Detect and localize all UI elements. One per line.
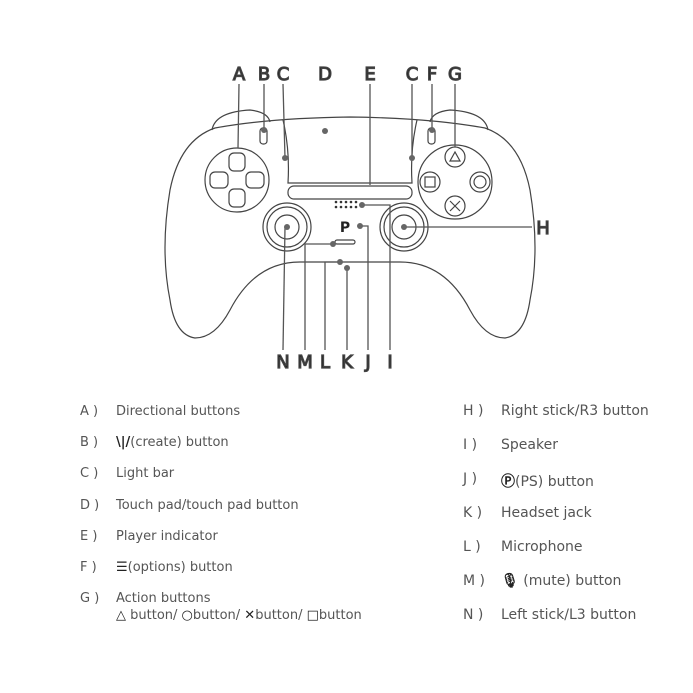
- label-g: G: [448, 64, 462, 85]
- label-i: I: [387, 352, 392, 373]
- legend-text: button/: [130, 608, 178, 623]
- ps-logo-icon: Ⓟ: [501, 474, 515, 490]
- legend-text: Right stick/R3 button: [501, 403, 649, 419]
- options-icon: ☰: [116, 560, 128, 575]
- legend-key: I ): [463, 437, 478, 453]
- legend-text: (options) button: [127, 560, 233, 575]
- dpad-right: [245, 171, 265, 189]
- label-e: E: [364, 64, 375, 85]
- square-button: [419, 171, 441, 193]
- legend-key: A ): [80, 404, 99, 419]
- legend-text: (PS) button: [515, 474, 594, 490]
- legend-text: (create) button: [130, 435, 229, 450]
- legend-key: G ): [80, 591, 100, 606]
- triangle-button: [444, 146, 466, 168]
- legend-text: Action buttons: [116, 591, 211, 606]
- legend-text: Microphone: [501, 539, 583, 555]
- legend-text: Touch pad/touch pad button: [116, 498, 299, 513]
- cross-icon: ✕: [244, 608, 256, 623]
- legend-key: C ): [80, 466, 99, 481]
- label-h: H: [536, 218, 550, 239]
- dpad-ring: [204, 147, 270, 213]
- legend-key: L ): [463, 539, 481, 555]
- legend-key: N ): [463, 607, 484, 623]
- legend-key: F ): [80, 560, 97, 575]
- label-c-right: C: [406, 64, 419, 85]
- legend-text: Left stick/L3 button: [501, 607, 637, 623]
- legend-key: E ): [80, 529, 98, 544]
- label-b: B: [258, 64, 270, 85]
- legend-key: J ): [463, 471, 478, 487]
- legend-key: B ): [80, 435, 99, 450]
- triangle-icon: △: [116, 608, 126, 623]
- label-m: M: [297, 352, 313, 373]
- dpad-up: [228, 152, 246, 172]
- leader-lines: [237, 83, 532, 351]
- legend-text: Player indicator: [116, 529, 218, 544]
- legend-key: D ): [80, 498, 100, 513]
- action-ring: [417, 144, 493, 220]
- legend-text: button/: [192, 608, 241, 623]
- label-k: K: [341, 352, 354, 373]
- circle-icon: ○: [181, 608, 193, 623]
- legend-text: Headset jack: [501, 505, 592, 521]
- label-j: J: [364, 352, 370, 373]
- mute-button: [334, 239, 356, 245]
- legend-text: Light bar: [116, 466, 175, 481]
- label-a: A: [233, 64, 246, 85]
- cross-button: [444, 195, 466, 217]
- light-bar-bottom: [287, 185, 413, 200]
- legend-text: Directional buttons: [116, 404, 241, 419]
- dpad-down: [228, 188, 246, 208]
- legend-text: (mute) button: [523, 573, 622, 589]
- left-stick: [262, 202, 312, 252]
- legend-text: button: [318, 608, 362, 623]
- mute-mic-icon: 🎙: [501, 573, 519, 589]
- left-shoulder: [211, 109, 271, 131]
- legend-key: M ): [463, 573, 485, 589]
- ps-logo-icon: P: [340, 220, 350, 236]
- controller-outline: [164, 116, 536, 339]
- touch-pad: [282, 119, 418, 184]
- create-icon: \|/: [116, 435, 131, 450]
- dpad-left: [209, 171, 229, 189]
- square-icon: □: [306, 608, 319, 623]
- label-l: L: [320, 352, 330, 373]
- legend-key: H ): [463, 403, 484, 419]
- circle-button: [469, 171, 491, 193]
- legend-key: K ): [463, 505, 483, 521]
- speaker-holes: [334, 200, 358, 209]
- label-f: F: [427, 64, 437, 85]
- legend-text: Speaker: [501, 437, 558, 453]
- label-c-left: C: [277, 64, 290, 85]
- legend-text: button/: [255, 608, 303, 623]
- label-n: N: [276, 352, 289, 373]
- label-d: D: [318, 64, 332, 85]
